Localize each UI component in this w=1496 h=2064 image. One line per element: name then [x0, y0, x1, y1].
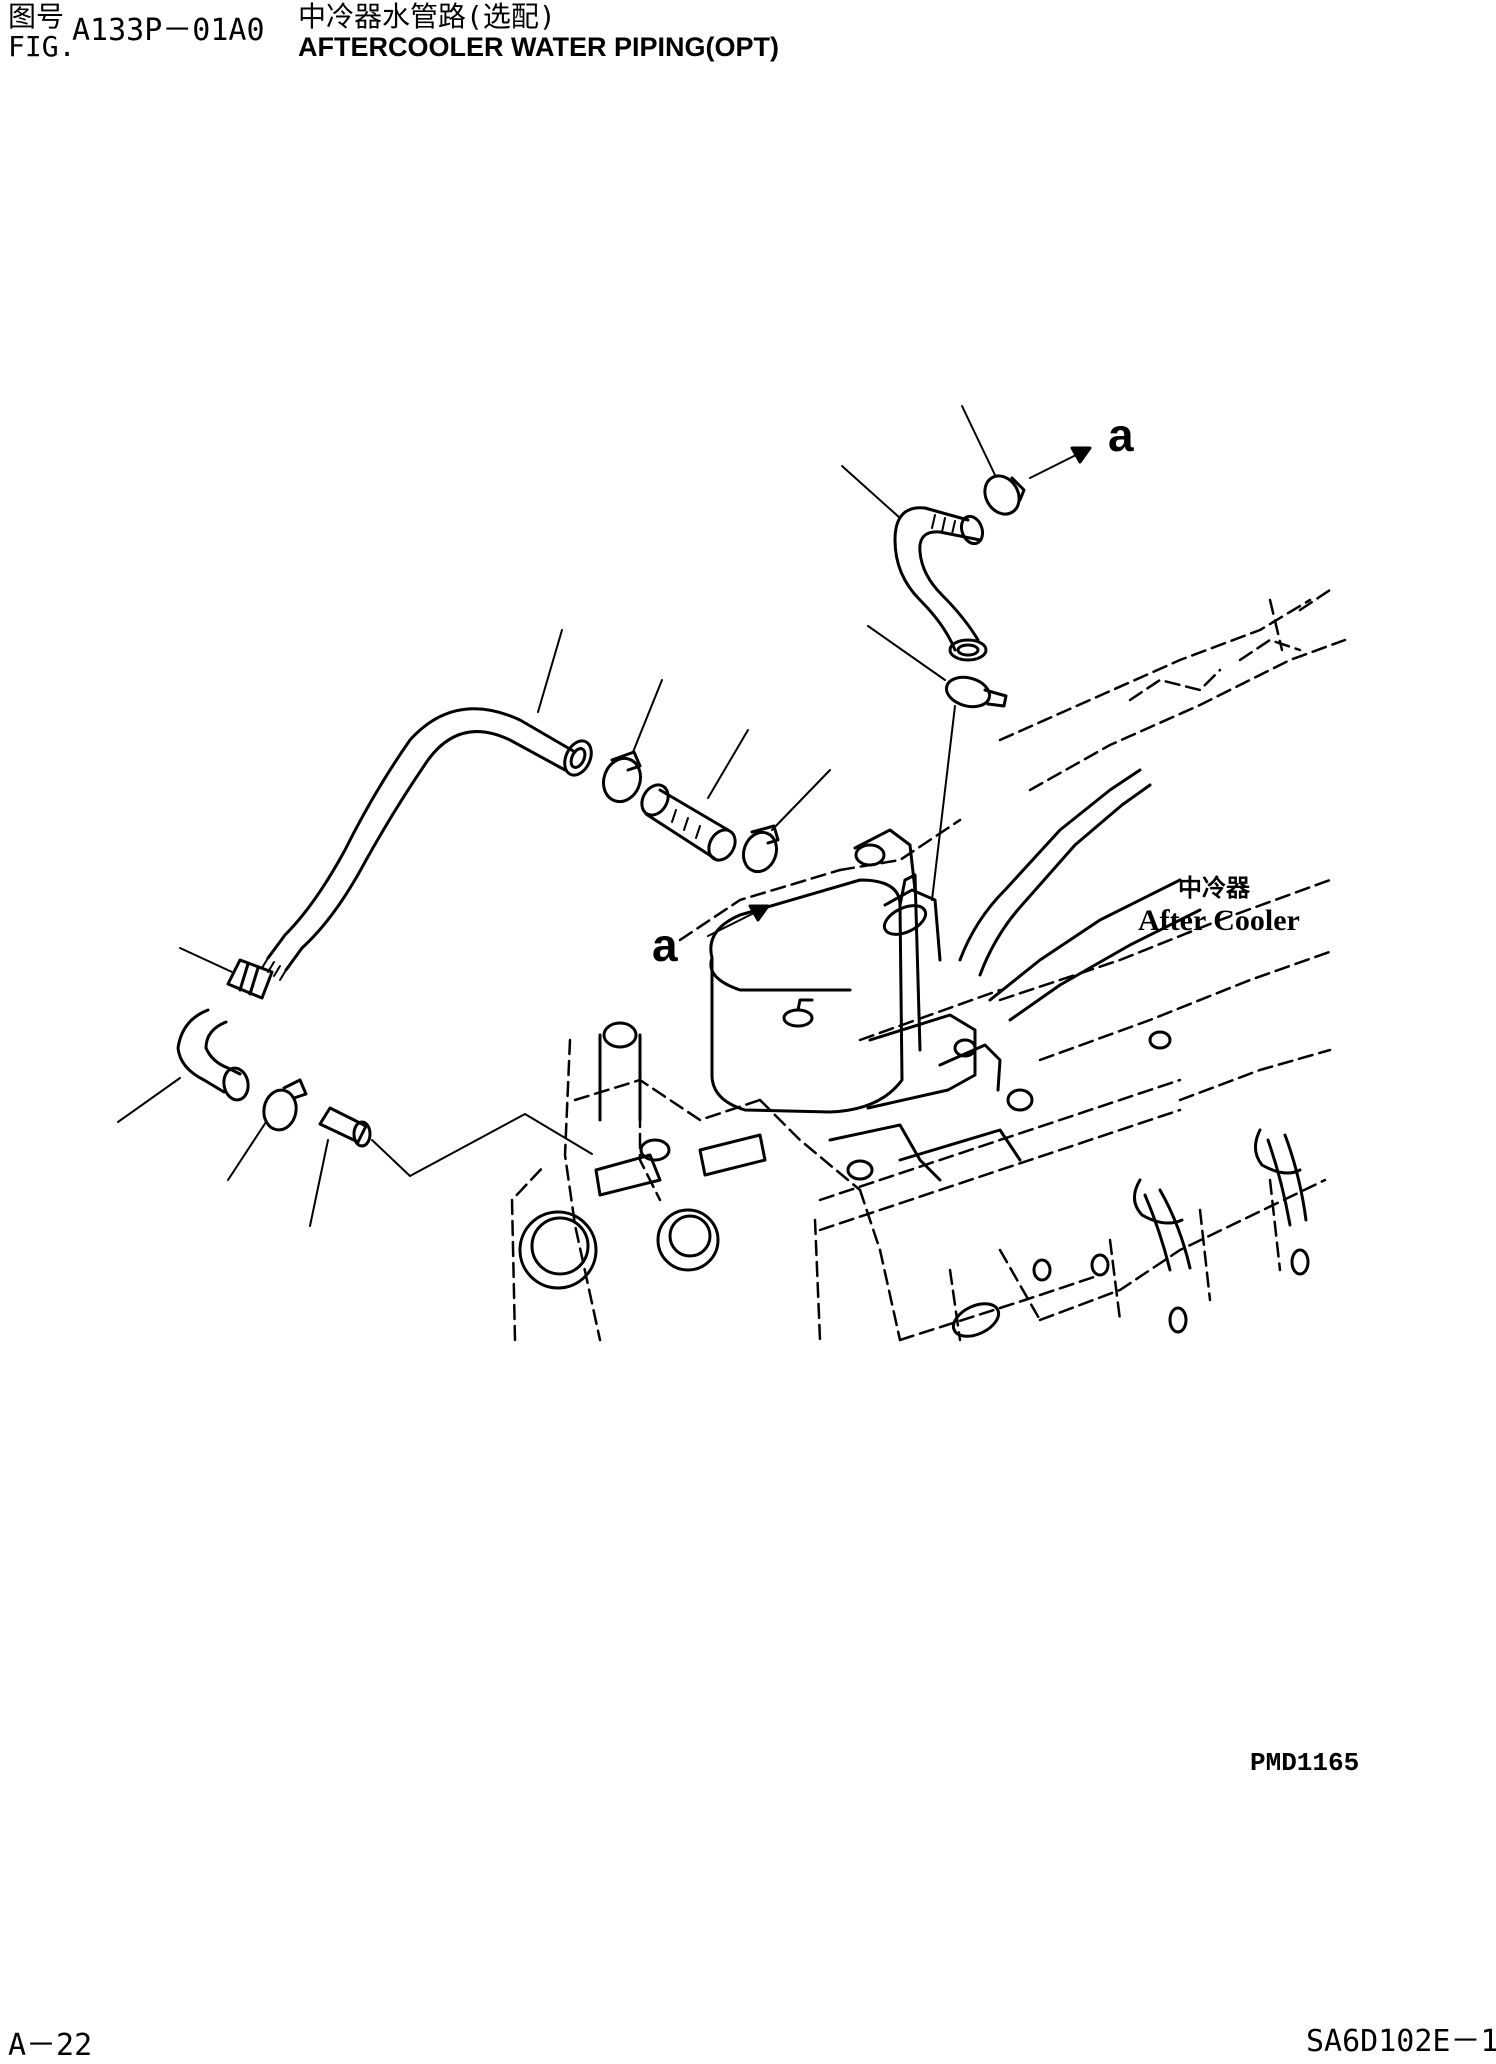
connector-fitting [179, 947, 274, 1000]
hose-clamp-top [961, 405, 1026, 516]
nipple-fitting [309, 1106, 372, 1227]
aftercooler-pipes [853, 768, 1202, 1058]
fitting-leader-line [371, 1113, 593, 1177]
hose-clamp-lower [867, 625, 1008, 709]
long-water-pipe [261, 629, 593, 981]
straight-hose [640, 729, 749, 862]
aftercooler-body [709, 873, 1002, 1114]
page-number: A－22 [8, 2028, 93, 2063]
exhaust-ports [951, 1128, 1310, 1338]
hose-leader-line [931, 705, 956, 901]
aftercooler-label-cn: 中冷器 [1178, 873, 1250, 902]
hose-clamp-2 [741, 769, 831, 874]
callout-arrow-top [1029, 446, 1092, 479]
drawing-code: PMD1165 [1250, 1748, 1360, 1778]
hose-clamp-1 [601, 679, 663, 804]
callout-a-top: a [1108, 409, 1134, 461]
title-cn: 中冷器水管路(选配) [298, 0, 556, 33]
header-cn-label: 图号 [8, 0, 65, 33]
model-code: SA6D102E－1 [1306, 2024, 1496, 2059]
elbow-hose-lower [117, 1008, 250, 1123]
header-fig-label: FIG. [8, 30, 76, 63]
title-en: AFTERCOOLER WATER PIPING(OPT) [298, 32, 779, 62]
cylinder-head-ports [518, 1021, 1172, 1290]
callout-a-middle: a [652, 919, 678, 971]
aftercooler-label-en: After Cooler [1138, 904, 1300, 937]
engine-block [510, 588, 1347, 1342]
upper-elbow-hose [841, 465, 988, 662]
figure-number: A133P－01A0 [72, 13, 265, 48]
hose-clamp-3 [227, 1078, 308, 1181]
